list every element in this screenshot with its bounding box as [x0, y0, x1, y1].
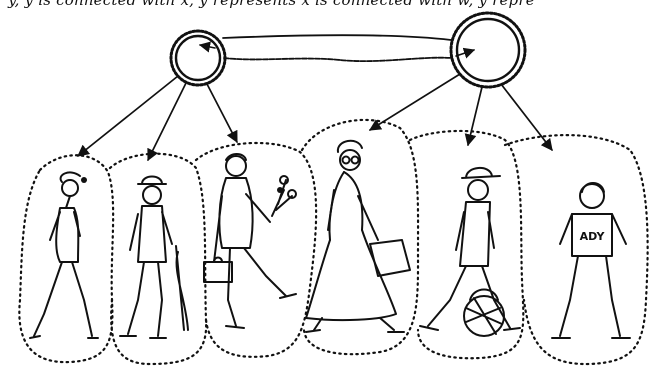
left-sun-arrows: [78, 76, 237, 160]
sun-links: [200, 35, 474, 61]
left-sun-node: [171, 31, 225, 85]
right-sun-arrows: [370, 74, 552, 150]
man-with-flowers-icon: [204, 154, 296, 328]
walking-woman-icon: [30, 172, 98, 338]
boy-in-shirt-icon: [552, 183, 630, 338]
right-sun-node: [451, 13, 525, 87]
woman-with-glasses-icon: [306, 141, 410, 332]
man-with-basket-icon: [420, 168, 520, 336]
boy-shirt-text: ADY: [580, 230, 606, 243]
group-outlines: [19, 120, 647, 364]
man-with-umbrella-icon: [120, 177, 188, 339]
